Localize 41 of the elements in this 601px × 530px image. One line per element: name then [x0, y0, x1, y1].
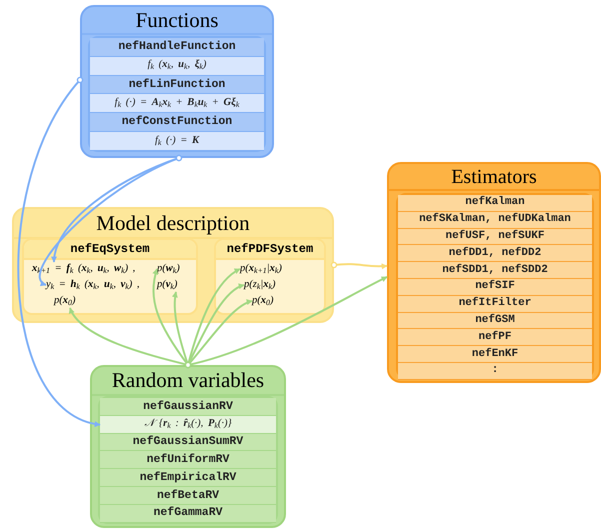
class-name-row: nefItFilter: [398, 296, 592, 313]
formula-text: p(x$_{0}$): [252, 294, 294, 308]
system-box: [22, 238, 198, 315]
panel-title: Estimators: [389, 164, 599, 191]
class-name-row: nefHandleFunction: [90, 38, 264, 57]
class-name-row: nefLinFunction: [90, 76, 264, 94]
class-name-row: nefUniformRV: [100, 451, 276, 470]
class-name-row: nefEmpiricalRV: [100, 469, 276, 487]
system-box: [214, 238, 326, 315]
class-name-row: nefSDD1, nefSDD2: [398, 262, 592, 279]
class-name-row: nefDD1, nefDD2: [398, 245, 592, 262]
category-panel: [387, 162, 601, 383]
class-name-row: nefBetaRV: [100, 487, 276, 505]
formula-row: f$_{k}$ (x$_{k}$, u$_{k}$, ξ$_{k}$): [90, 56, 264, 76]
panel-title: nefEqSystem: [24, 240, 196, 260]
connector-arrow: [39, 154, 182, 286]
formula-text: p(z$_{k}$|x$_{k}$): [244, 278, 312, 292]
class-name-row: nefEnKF: [398, 346, 592, 363]
formula-text: p(x$_{0}$): [54, 294, 86, 308]
category-panel: [80, 5, 274, 158]
connector-arrow: [18, 76, 101, 426]
class-name-row: nefGaussianRV: [100, 398, 276, 416]
class-name-row: nefSKalman, nefUDKalman: [398, 212, 592, 229]
formula-text: p(w$_{k}$): [157, 262, 195, 276]
panel-title: nefPDFSystem: [216, 240, 324, 260]
formula-text: p(v$_{k}$): [157, 278, 195, 292]
class-name-row: :: [398, 363, 592, 380]
class-name-row: nefConstFunction: [90, 113, 264, 132]
connector-arrow: [330, 262, 388, 270]
class-name-row: nefGSM: [398, 312, 592, 330]
class-name-row: nefPF: [398, 329, 592, 346]
formula-text: p(x$_{k+1}$|x$_{k}$): [240, 262, 316, 276]
formula-text: y$_{k}$ = h$_{k}$ (x$_{k}$, u$_{k}$, v$_{k}$) ,: [46, 278, 154, 292]
class-name-row: nefUSF, nefSUKF: [398, 228, 592, 246]
category-panel: [90, 365, 286, 528]
class-name-row: nefGaussianSumRV: [100, 434, 276, 452]
formula-row: 𝒩 {r$_{k}$ : r̂$_{k}$(·), P$_{k}$(·)}: [100, 416, 276, 434]
class-name-row: nefGammaRV: [100, 504, 276, 523]
class-name-row: nefSIF: [398, 279, 592, 296]
category-panel: [12, 207, 334, 323]
class-name-row: nefKalman: [398, 195, 592, 212]
